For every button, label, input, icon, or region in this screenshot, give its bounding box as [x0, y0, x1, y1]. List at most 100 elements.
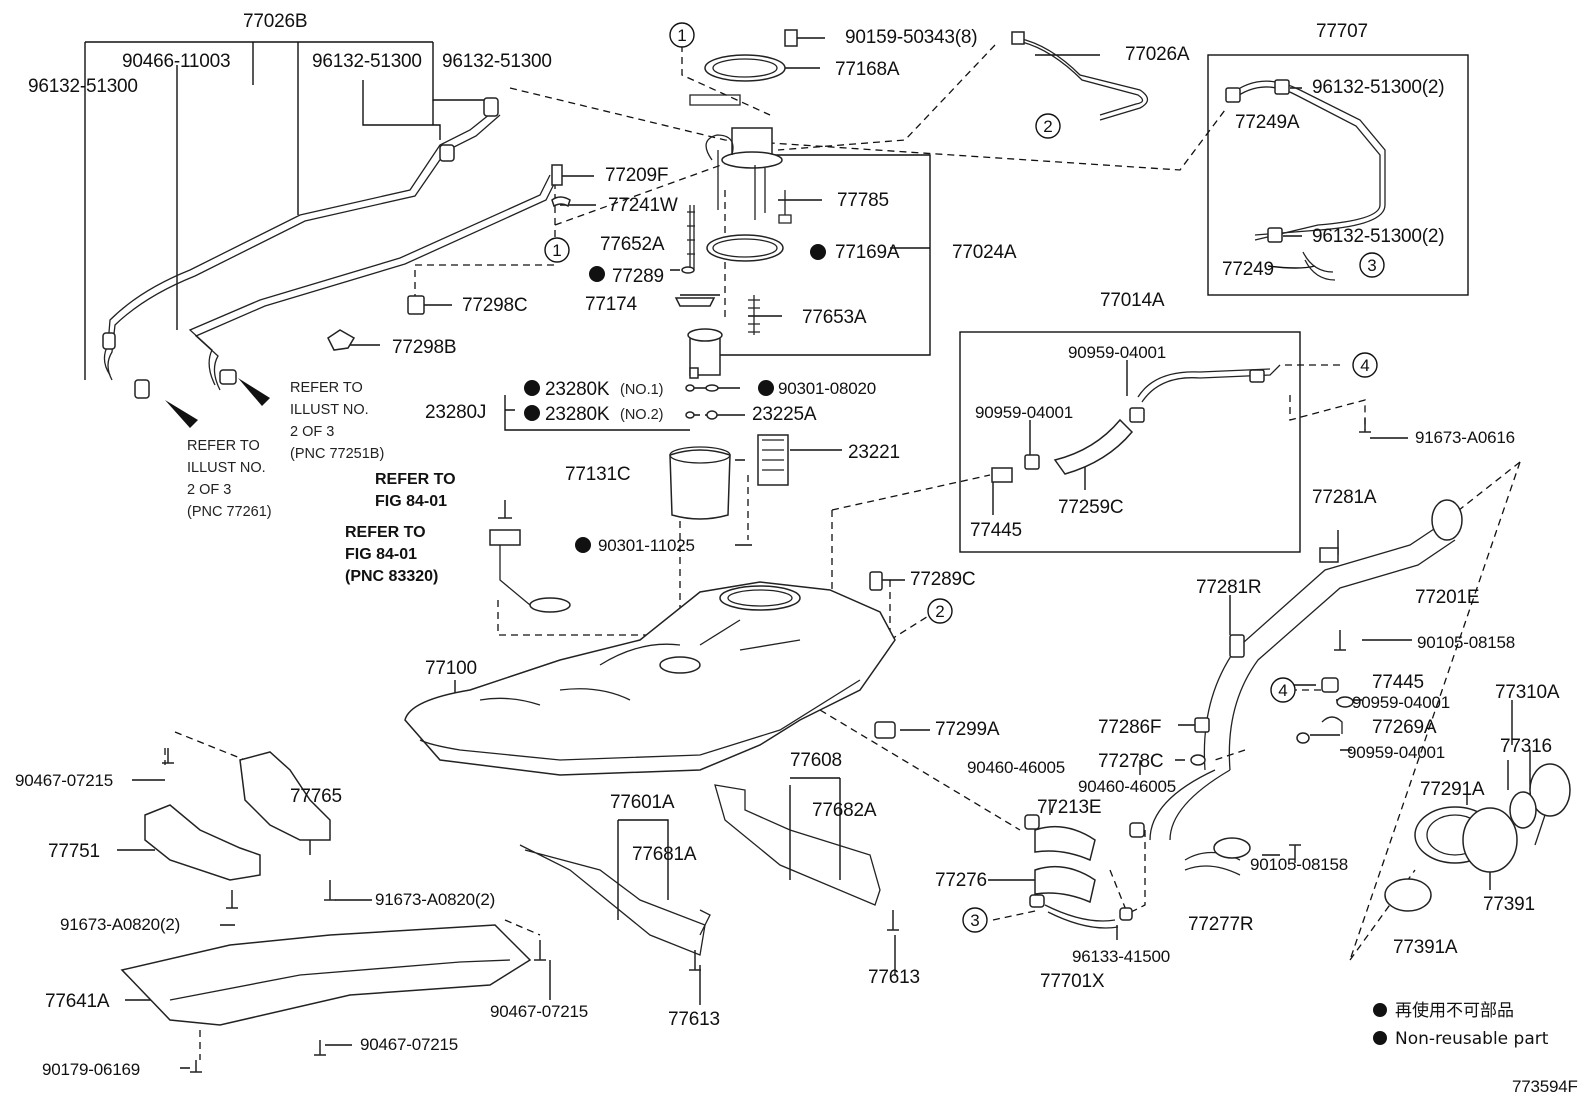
label-96132-51300-c: 96132-51300 [442, 51, 552, 72]
ref2-line4: (PNC 77251B) [290, 446, 384, 462]
label-96133: 96133-41500 [1072, 947, 1170, 966]
label-90466-11003: 90466-11003 [122, 51, 230, 72]
label-90460-a: 90460-46005 [967, 758, 1065, 777]
label-77249a: 77249A [1235, 112, 1300, 133]
label-77445-a: 77445 [970, 520, 1022, 541]
label-77785: 77785 [837, 190, 889, 211]
label-90467-a: 90467-07215 [15, 771, 113, 790]
label-77213e: 77213E [1037, 797, 1101, 818]
label-77641a: 77641A [45, 991, 110, 1012]
label-91673-a0820-b: 91673-A0820(2) [60, 915, 180, 934]
label-77286f: 77286F [1098, 717, 1161, 738]
legend-line-2: Non-reusable part [1395, 1029, 1549, 1049]
label-77707: 77707 [1316, 21, 1368, 42]
callout-1-mid: 1 [544, 237, 570, 263]
ref1-line2: ILLUST NO. [187, 460, 266, 476]
label-91673-a0616: 91673-A0616 [1415, 428, 1515, 447]
callout-1-top: 1 [669, 22, 695, 48]
label-77269a: 77269A [1372, 717, 1437, 738]
label-90460-b: 90460-46005 [1078, 777, 1176, 796]
label-90467-c: 90467-07215 [360, 1035, 458, 1054]
svg-text:3: 3 [1367, 256, 1376, 275]
ref3-line1: REFER TO [375, 471, 456, 488]
label-77276: 77276 [935, 870, 987, 891]
filler-pipe-77201e [1203, 524, 1441, 771]
legend: 再使用不可部品 Non-reusable part [1395, 1000, 1549, 1049]
label-90159: 90159-50343(8) [845, 27, 977, 48]
svg-text:1: 1 [552, 241, 561, 260]
label-77026a: 77026A [1125, 44, 1190, 65]
label-96132-2-a: 96132-51300(2) [1312, 77, 1444, 98]
callouts: 1 1 2 2 3 3 4 4 [544, 22, 1385, 933]
label-77249: 77249 [1222, 259, 1274, 280]
part-labels: 77026B 90466-11003 96132-51300 96132-513… [15, 11, 1560, 1079]
label-90105-a: 90105-08158 [1417, 633, 1515, 652]
label-77289: 77289 [612, 266, 664, 287]
bracket-77765 [239, 751, 331, 841]
ref2-line1: REFER TO [290, 380, 363, 396]
diagram-id: 773594F [1512, 1077, 1578, 1096]
non-reusable-markers [524, 244, 1387, 1045]
label-77601a: 77601A [610, 792, 675, 813]
svg-text:2: 2 [1043, 117, 1052, 136]
ref3-line2: FIG 84-01 [375, 493, 447, 510]
label-77391: 77391 [1483, 894, 1535, 915]
label-91673-a0820-a: 91673-A0820(2) [375, 890, 495, 909]
label-77652a: 77652A [600, 234, 665, 255]
label-23280k-2: 23280K [545, 404, 610, 425]
label-77701x: 77701X [1040, 971, 1105, 992]
label-77613-b: 77613 [868, 967, 920, 988]
fuel-tank-77100 [404, 581, 896, 776]
fuel-line-77026b [103, 109, 496, 376]
label-no2: (NO.2) [620, 407, 664, 423]
label-77024a: 77024A [952, 242, 1017, 263]
label-77299a: 77299A [935, 719, 1000, 740]
tank-strap-77608 [714, 784, 881, 906]
ref2-line2: ILLUST NO. [290, 402, 369, 418]
label-96132-2-b: 96132-51300(2) [1312, 226, 1444, 247]
label-90179: 90179-06169 [42, 1060, 140, 1079]
callout-2-mid: 2 [927, 598, 953, 624]
label-77174: 77174 [585, 294, 637, 315]
label-77298c: 77298C [462, 295, 527, 316]
label-77765: 77765 [290, 786, 342, 807]
label-90959-b: 90959-04001 [975, 403, 1073, 422]
label-77316: 77316 [1500, 736, 1552, 757]
svg-text:4: 4 [1278, 681, 1287, 700]
label-90959-c: 90959-04001 [1352, 693, 1450, 712]
label-77613-a: 77613 [668, 1009, 720, 1030]
label-77310a: 77310A [1495, 682, 1560, 703]
label-77298b: 77298B [392, 337, 456, 358]
ref4-line1: REFER TO [345, 524, 426, 541]
label-77391a: 77391A [1393, 937, 1458, 958]
label-77209f: 77209F [605, 165, 668, 186]
label-77259c: 77259C [1058, 497, 1123, 518]
ref1-line3: 2 OF 3 [187, 482, 231, 498]
callout-2-top: 2 [1035, 113, 1061, 139]
label-77100: 77100 [425, 658, 477, 679]
callout-3-top: 3 [1359, 252, 1385, 278]
ref4-line3: (PNC 83320) [345, 568, 438, 585]
label-77169a: 77169A [835, 242, 900, 263]
label-90959-a: 90959-04001 [1068, 343, 1166, 362]
label-77278c: 77278C [1098, 751, 1163, 772]
label-90959-d: 90959-04001 [1347, 743, 1445, 762]
leader-lines [84, 37, 1531, 1069]
ref1-line4: (PNC 77261) [187, 504, 272, 520]
label-77681a: 77681A [632, 844, 697, 865]
label-77026b: 77026B [243, 11, 307, 32]
svg-text:4: 4 [1360, 356, 1369, 375]
label-77291a: 77291A [1420, 779, 1485, 800]
label-96132-51300-b: 96132-51300 [312, 51, 422, 72]
label-77201e: 77201E [1415, 587, 1479, 608]
reference-notes: REFER TO ILLUST NO. 2 OF 3 (PNC 77261) R… [187, 380, 456, 585]
label-77277r: 77277R [1188, 914, 1253, 935]
ref4-line2: FIG 84-01 [345, 546, 417, 563]
ref1-line1: REFER TO [187, 438, 260, 454]
svg-text:3: 3 [970, 911, 979, 930]
label-96132-51300-a: 96132-51300 [28, 76, 138, 97]
label-90105-b: 90105-08158 [1250, 855, 1348, 874]
label-90301-08020: 90301-08020 [778, 379, 876, 398]
legend-line-1: 再使用不可部品 [1395, 1000, 1514, 1021]
